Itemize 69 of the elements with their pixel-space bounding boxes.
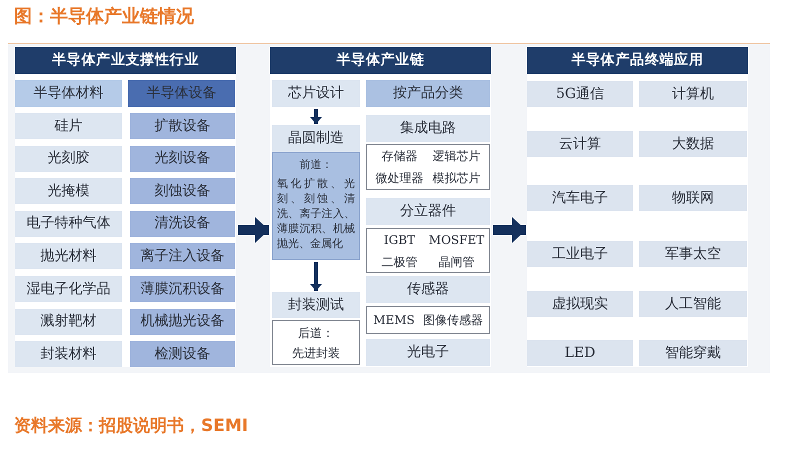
category-cell: 检测设备	[130, 341, 235, 368]
item-text: 微处理器	[376, 170, 424, 187]
item-text: IGBT	[384, 232, 416, 248]
detail-text: 氧化扩散、光刻、刻蚀、清洗、离子注入、薄膜沉积、机械抛光、金属化	[277, 176, 355, 250]
application-cell: 虚拟现实	[527, 291, 633, 317]
category-cell: 光掩模	[15, 178, 122, 204]
item-text: 图像传感器	[422, 312, 483, 329]
arrow	[238, 217, 269, 243]
application-cell: 计算机	[639, 81, 747, 107]
column-header-cell: 半导体设备	[128, 80, 235, 107]
detail-box	[366, 306, 490, 334]
arrow	[493, 217, 526, 243]
category-cell: 薄膜沉积设备	[130, 276, 235, 302]
category-cell: 溅射靶材	[15, 308, 122, 335]
category-cell: 湿电子化学品	[15, 276, 122, 302]
category-cell: 机械抛光设备	[130, 308, 235, 335]
panel-header: 半导体产业链	[270, 47, 491, 74]
source-caption: 资料来源：招股说明书，SEMI	[14, 415, 248, 438]
category-cell: 分立器件	[366, 198, 490, 225]
item-text: MOSFET	[428, 232, 484, 248]
application-cell: 云计算	[527, 131, 633, 157]
detail-text: 先进封装	[292, 344, 340, 362]
column-header-cell: 半导体材料	[15, 80, 122, 107]
category-cell: 封装材料	[15, 341, 122, 368]
application-cell: 大数据	[639, 131, 747, 157]
category-cell: 芯片设计	[272, 80, 360, 107]
item-text: 模拟芯片	[432, 170, 480, 187]
process-detail-box	[272, 152, 360, 260]
item-text: 逻辑芯片	[432, 148, 480, 165]
figure-title: 图：半导体产业链情况	[14, 5, 194, 29]
category-cell: 晶圆制造	[272, 125, 360, 152]
arrow	[310, 109, 322, 124]
panel-header: 半导体产业支撑性行业	[15, 47, 236, 74]
category-cell: 扩散设备	[130, 113, 235, 139]
category-cell: 离子注入设备	[130, 243, 235, 270]
category-cell: 集成电路	[366, 115, 490, 142]
category-cell: 电子特种气体	[15, 210, 122, 237]
item-text: 二极管	[382, 254, 418, 270]
panel-header: 半导体产品终端应用	[527, 47, 748, 74]
category-cell: 光电子	[366, 339, 490, 366]
application-cell: 军事太空	[639, 241, 747, 267]
category-cell: 封装测试	[272, 292, 360, 318]
application-cell: LED	[527, 340, 633, 366]
application-cell: 5G通信	[527, 81, 633, 107]
panel	[270, 47, 491, 367]
application-cell: 汽车电子	[527, 185, 633, 211]
detail-heading: 前道：	[300, 157, 332, 173]
application-cell: 人工智能	[639, 291, 747, 317]
item-text: 存储器	[382, 148, 418, 165]
category-cell: 光刻设备	[130, 146, 235, 172]
category-cell: 硅片	[15, 113, 122, 139]
item-text: 晶闸管	[438, 254, 474, 270]
column-header-cell: 按产品分类	[366, 80, 490, 107]
item-text: MEMS	[373, 312, 415, 329]
application-cell: 物联网	[639, 185, 747, 211]
category-cell: 清洗设备	[130, 210, 235, 237]
detail-box	[366, 144, 490, 190]
application-cell: 智能穿戴	[639, 340, 747, 366]
category-cell: 抛光材料	[15, 243, 122, 270]
category-cell: 传感器	[366, 276, 490, 303]
panel	[527, 47, 748, 367]
category-cell: 光刻胶	[15, 146, 122, 172]
detail-text: 后道：	[298, 324, 334, 342]
detail-box	[366, 228, 490, 273]
detail-box	[272, 320, 360, 365]
panel	[15, 47, 236, 367]
application-cell: 工业电子	[527, 241, 633, 267]
category-cell: 刻蚀设备	[130, 178, 235, 204]
arrow	[310, 262, 322, 291]
